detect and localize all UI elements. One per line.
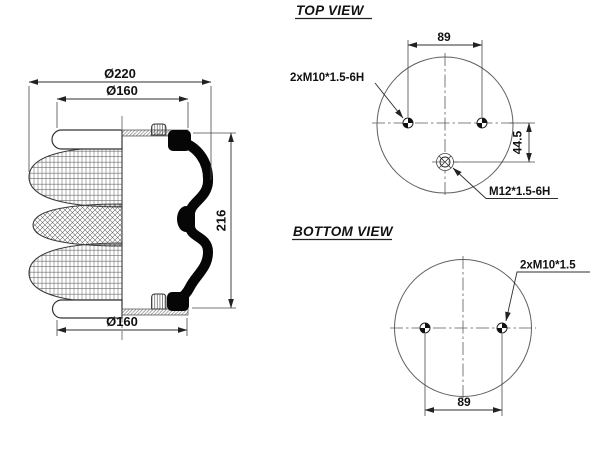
stud-thread-label: 2xM10*1.5-6H (290, 72, 364, 84)
bellows-lobe-middle (32, 203, 123, 247)
bellows-lobe-bottom (28, 242, 123, 304)
top-plate (51, 129, 123, 150)
dim-stud-spacing-label: 89 (437, 30, 451, 44)
leader-line-port (452, 167, 558, 199)
stud-hole-right (476, 117, 488, 129)
bottom-plate (51, 299, 123, 319)
rubber-wall-section (174, 136, 214, 304)
stud-hole-left (402, 117, 414, 129)
bottom-blind-nut (151, 293, 167, 310)
top-bead-section (168, 130, 191, 151)
dim-top-plate-label: Ø160 (106, 83, 138, 98)
bottom-view-title: BOTTOM VIEW (293, 224, 394, 239)
dim-outer-diameter-label: Ø220 (104, 66, 136, 81)
girdle-ring-section (177, 206, 195, 232)
top-blind-nut (151, 123, 167, 136)
bottom-view: BOTTOM VIEW 2xM10*1.5 89 (292, 224, 590, 416)
bellows-lobe-top (28, 146, 123, 208)
leader-line-studs (374, 82, 404, 119)
stud-hole-left (419, 322, 431, 334)
dim-height-label: 216 (214, 210, 229, 232)
stud-hole-right (496, 322, 508, 334)
top-view: TOP VIEW 89 44.5 (290, 3, 558, 199)
bottom-bead-section (167, 292, 189, 311)
dim-port-offset-label: 44.5 (511, 130, 525, 154)
dim-stud-spacing-label: 89 (457, 395, 471, 409)
leader-line-studs (505, 271, 590, 322)
stud-thread-label: 2xM10*1.5 (520, 260, 576, 272)
top-view-title: TOP VIEW (296, 3, 365, 18)
port-thread-label: M12*1.5-6H (489, 186, 550, 198)
side-view: Ø220 Ø160 216 Ø160 (28, 66, 236, 340)
dim-bottom-plate-label: Ø160 (106, 314, 138, 329)
